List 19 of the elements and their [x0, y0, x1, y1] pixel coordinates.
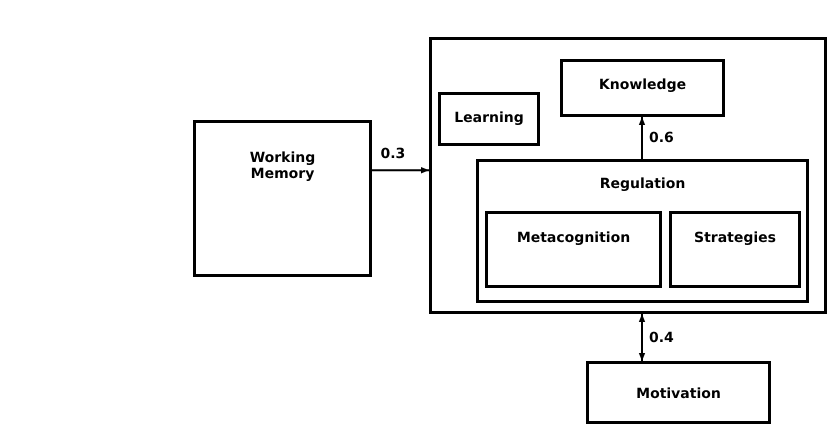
box-label: Working Memory — [248, 150, 316, 182]
process-box — [669, 211, 801, 288]
process-box — [560, 59, 725, 117]
box-label: Strategies — [693, 230, 777, 246]
arrow — [638, 314, 646, 361]
process-box — [438, 92, 540, 146]
arrow — [372, 167, 429, 174]
box-label: Learning — [453, 110, 525, 126]
container-box — [429, 37, 827, 314]
process-box — [485, 211, 662, 288]
arrow — [638, 117, 646, 159]
box-label: Motivation — [635, 386, 722, 402]
box-label: Metacognition — [516, 230, 632, 246]
process-box — [193, 120, 372, 277]
process-box — [586, 361, 771, 424]
box-label: Regulation — [598, 176, 686, 192]
process-box — [476, 159, 809, 303]
edge-label: 0.4 — [648, 330, 675, 346]
box-label: Knowledge — [598, 77, 688, 93]
